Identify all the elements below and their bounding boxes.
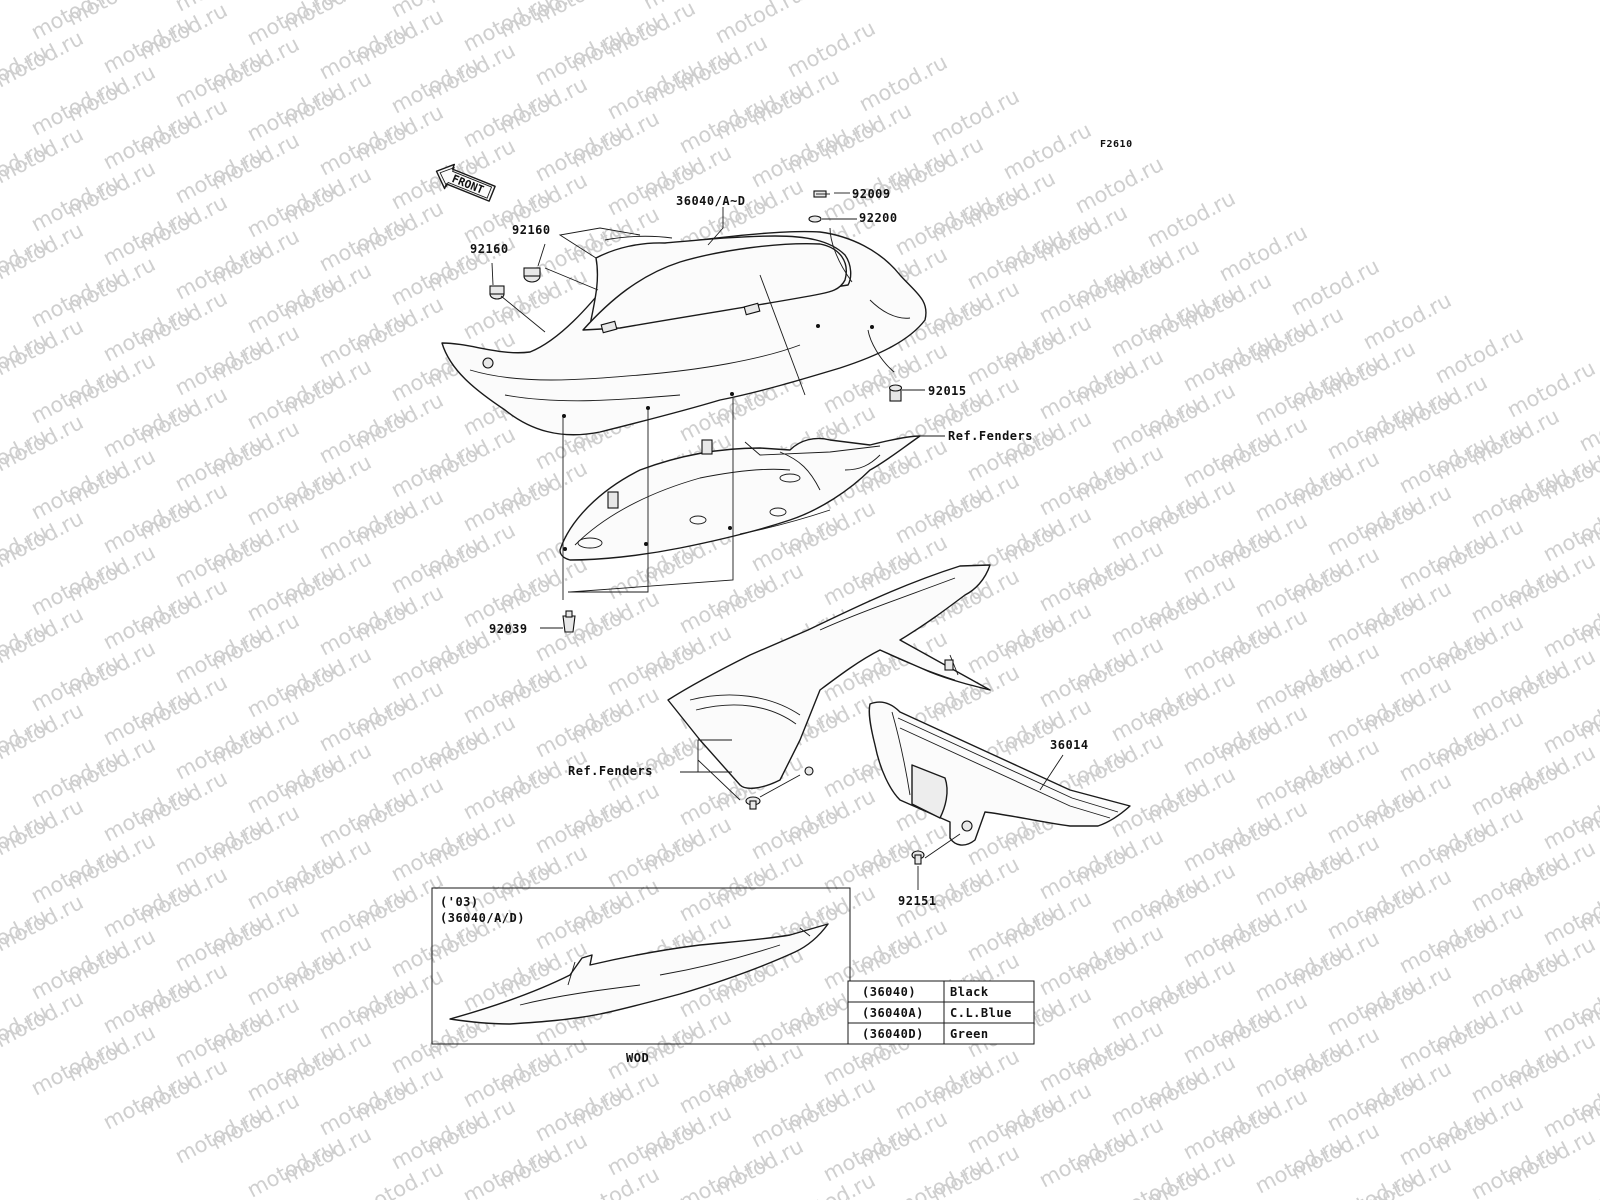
damper-92160a-icon [489,285,505,300]
watermark-text: motod.ru [0,904,51,970]
label-damper-a: 92160 [512,223,551,237]
color-row: (36040A) C.L.Blue [862,1006,1012,1020]
label-seat-cover: 36040/A~D [676,194,746,208]
label-collar: 92015 [928,384,967,398]
rear-fender-drawing [667,564,991,789]
watermark-text: motod.ru [0,1000,51,1066]
label-chain-cover: 36014 [1050,738,1089,752]
color-row: (36040D) Green [862,1027,989,1041]
clip-92039-icon [562,610,576,633]
collar-92015-icon [888,384,903,402]
watermark-text: motod.ru [0,136,51,202]
seat-cover-drawing [441,227,927,436]
bolt-92009-icon [813,190,830,198]
inset-parts-label: (36040/A/D) [440,911,525,925]
color-row: (36040) Black [862,985,989,999]
watermark-text: motod.ru [1575,1158,1600,1200]
color-name: Green [950,1027,989,1041]
watermark-text: motod.ru [0,808,51,874]
watermark-text: motod.ru [0,424,51,490]
screw-lower-icon [745,796,761,810]
damper-92160b-icon [523,267,541,283]
label-washer-top: 92200 [859,211,898,225]
watermark-text: motod.ru [675,1148,771,1200]
inset-year-label: ('03) [440,895,479,909]
color-name: C.L.Blue [950,1006,1012,1020]
color-code: (36040A) [862,1006,924,1020]
bolt-92151-icon [911,850,925,865]
label-ref-fenders-upper: Ref.Fenders [948,429,1033,443]
watermark-text: motod.ru [1575,390,1600,456]
watermark-text: motod.ru [0,616,51,682]
watermark-text: motod.ru [891,1154,987,1200]
label-bolt-top: 92009 [852,187,891,201]
washer-92200-icon [808,215,822,223]
color-code: (36040) [862,985,916,999]
watermark-text: motod.ru [0,712,51,778]
inset-panel: ('03) (36040/A/D) WOD [431,887,851,1065]
inset-caption: WOD [626,1051,649,1065]
diagram-code: F2610 [1100,139,1133,150]
label-ref-fenders-lower: Ref.Fenders [568,764,653,778]
watermark-text: motod.ru [0,40,51,106]
hardware-parts [489,190,925,865]
label-damper-b: 92160 [470,242,509,256]
watermark-text: motod.ru [0,520,51,586]
label-bolt-lower: 92151 [898,894,937,908]
leader-lines [491,192,1064,890]
part-labels: 36040/A~D 92009 92200 92160 92160 92015 … [470,187,1089,908]
undertray-drawing [559,435,921,561]
watermark-text: motod.ru [0,232,51,298]
color-name: Black [950,985,989,999]
label-clip: 92039 [489,622,528,636]
watermark-text: motod.ru [0,328,51,394]
color-table: (36040) Black (36040A) C.L.Blue (36040D)… [847,980,1035,1045]
inset-seat-cover-drawing [449,923,829,1025]
color-code: (36040D) [862,1027,924,1041]
watermark-text: motod.ru [0,0,51,10]
chain-cover-drawing [868,701,1131,846]
